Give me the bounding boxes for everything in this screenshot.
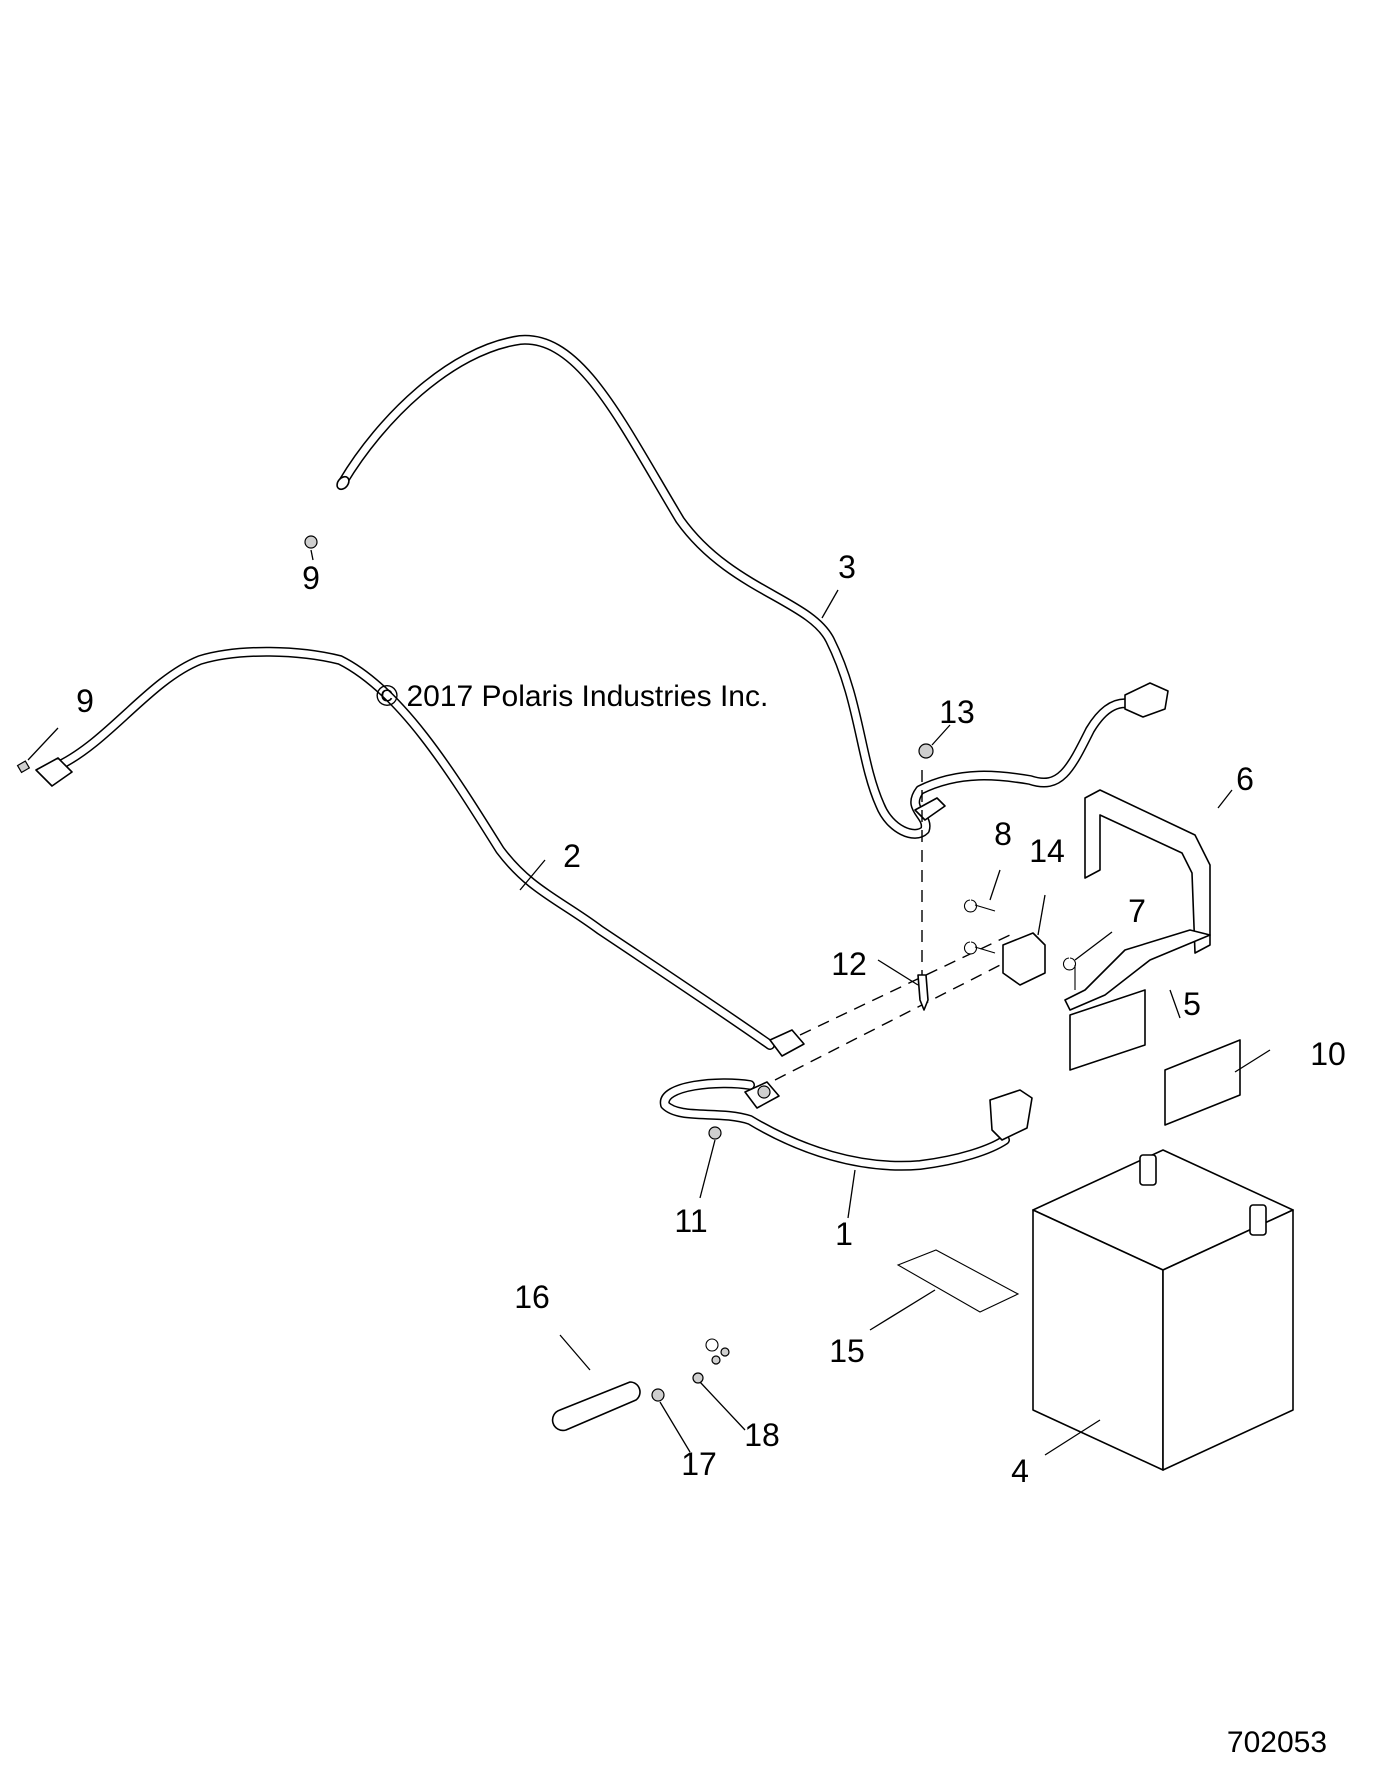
callout-16: 16 [514, 1279, 550, 1315]
terminal-post-icon [1139, 1154, 1157, 1186]
callout-9: 9 [76, 683, 94, 719]
cable-1[interactable] [659, 1078, 1033, 1171]
callout-7: 7 [1128, 893, 1146, 929]
relay-14-icon[interactable] [1002, 932, 1046, 986]
fuse-holder-16[interactable] [551, 1381, 641, 1432]
callout-15: 15 [829, 1333, 865, 1369]
right-angle-terminal-icon [769, 1029, 805, 1057]
battery-strap-6[interactable] [1084, 789, 1211, 954]
spare-nut-icon [711, 1355, 721, 1365]
nut-9-icon[interactable] [304, 535, 318, 549]
cable-2[interactable] [35, 646, 805, 1057]
callout-18: 18 [744, 1417, 780, 1453]
callout-2: 2 [563, 838, 581, 874]
pad-icon [1069, 989, 1146, 1071]
callout-4: 4 [1011, 1453, 1029, 1489]
callout-9: 9 [302, 560, 320, 596]
callout-6: 6 [1236, 761, 1254, 797]
battery-clamp-icon [1124, 682, 1169, 718]
nut-13-icon[interactable] [918, 743, 934, 759]
right-angle-terminal-icon [35, 757, 73, 787]
nut-18-icon[interactable] [692, 1372, 704, 1384]
spare-nut-icon [720, 1347, 730, 1357]
nut-11-icon[interactable] [708, 1126, 722, 1140]
spare-screw-icon [705, 1338, 719, 1352]
callout-10: 10 [1310, 1036, 1346, 1072]
pad-10[interactable] [1164, 1039, 1241, 1126]
copyright-notice: © 2017 Polaris Industries Inc. [376, 680, 768, 713]
callout-3: 3 [838, 549, 856, 585]
nut-9-icon[interactable] [16, 760, 31, 774]
callout-8: 8 [994, 816, 1012, 852]
callout-5: 5 [1183, 986, 1201, 1022]
callout-1: 1 [835, 1216, 853, 1252]
hold-down-bracket-5[interactable] [1064, 929, 1211, 1011]
cable-3[interactable] [335, 334, 1169, 839]
bolt-7-icon[interactable] [1062, 957, 1077, 990]
screw-8-icon[interactable] [963, 941, 996, 955]
terminal-post-icon [1249, 1204, 1267, 1236]
callout-17: 17 [681, 1446, 717, 1482]
battery-terminal-boot-icon [989, 1089, 1033, 1141]
decal-15[interactable] [896, 1249, 1020, 1313]
callout-14: 14 [1029, 833, 1065, 869]
washer-icon [757, 1085, 771, 1099]
callout-11: 11 [674, 1203, 707, 1239]
drawing-number: 702053 [1227, 1726, 1327, 1759]
screw-8-icon[interactable] [963, 899, 996, 913]
assembly-line [774, 959, 1011, 1081]
screw-17-icon[interactable] [651, 1388, 665, 1402]
battery-4[interactable] [1032, 1149, 1294, 1471]
callout-12: 12 [831, 946, 867, 982]
callout-13: 13 [939, 694, 975, 730]
ring-terminal-icon [336, 475, 350, 491]
stud-12-icon[interactable] [917, 974, 929, 1011]
